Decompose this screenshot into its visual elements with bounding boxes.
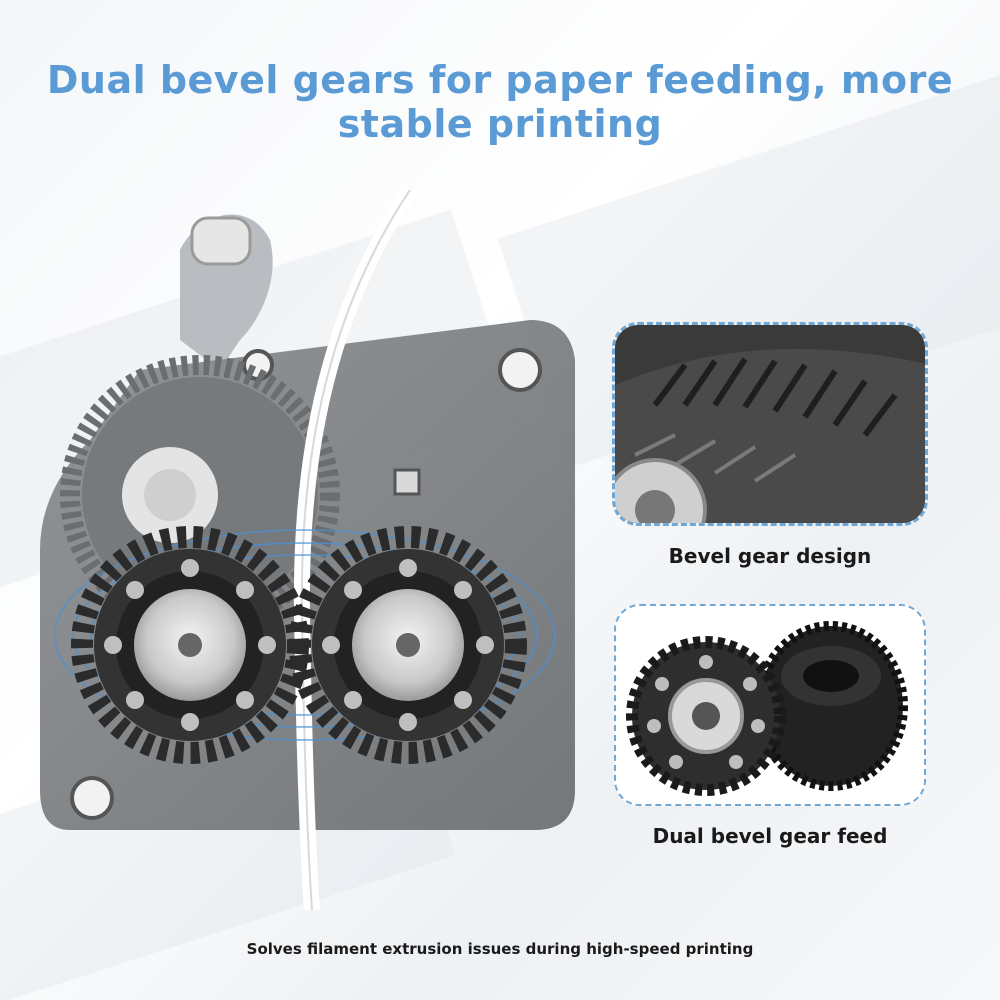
- lever-arm: [180, 214, 273, 370]
- mount-hole-bottom-left: [70, 776, 114, 820]
- mount-hole-top-right: [498, 348, 542, 392]
- headline: Dual bevel gears for paper feeding, more…: [46, 58, 954, 146]
- caption-dual-bevel-gear-feed: Dual bevel gear feed: [652, 824, 888, 848]
- motion-ring-lines: [54, 529, 556, 741]
- footer-caption: Solves filament extrusion issues during …: [246, 940, 754, 958]
- extruder-illustration: [30, 190, 610, 910]
- bevel-gear-closeup-icon: [615, 325, 925, 523]
- pivot-pin: [393, 468, 421, 496]
- caption-bevel-gear-design: Bevel gear design: [668, 544, 872, 568]
- dual-gear-pair-icon: [616, 606, 924, 804]
- detail-frame-dual-gear: [614, 604, 926, 806]
- detail-frame-bevel-gear: [612, 322, 928, 526]
- feed-gear-right: [289, 526, 527, 764]
- feed-gear-left: [71, 526, 309, 764]
